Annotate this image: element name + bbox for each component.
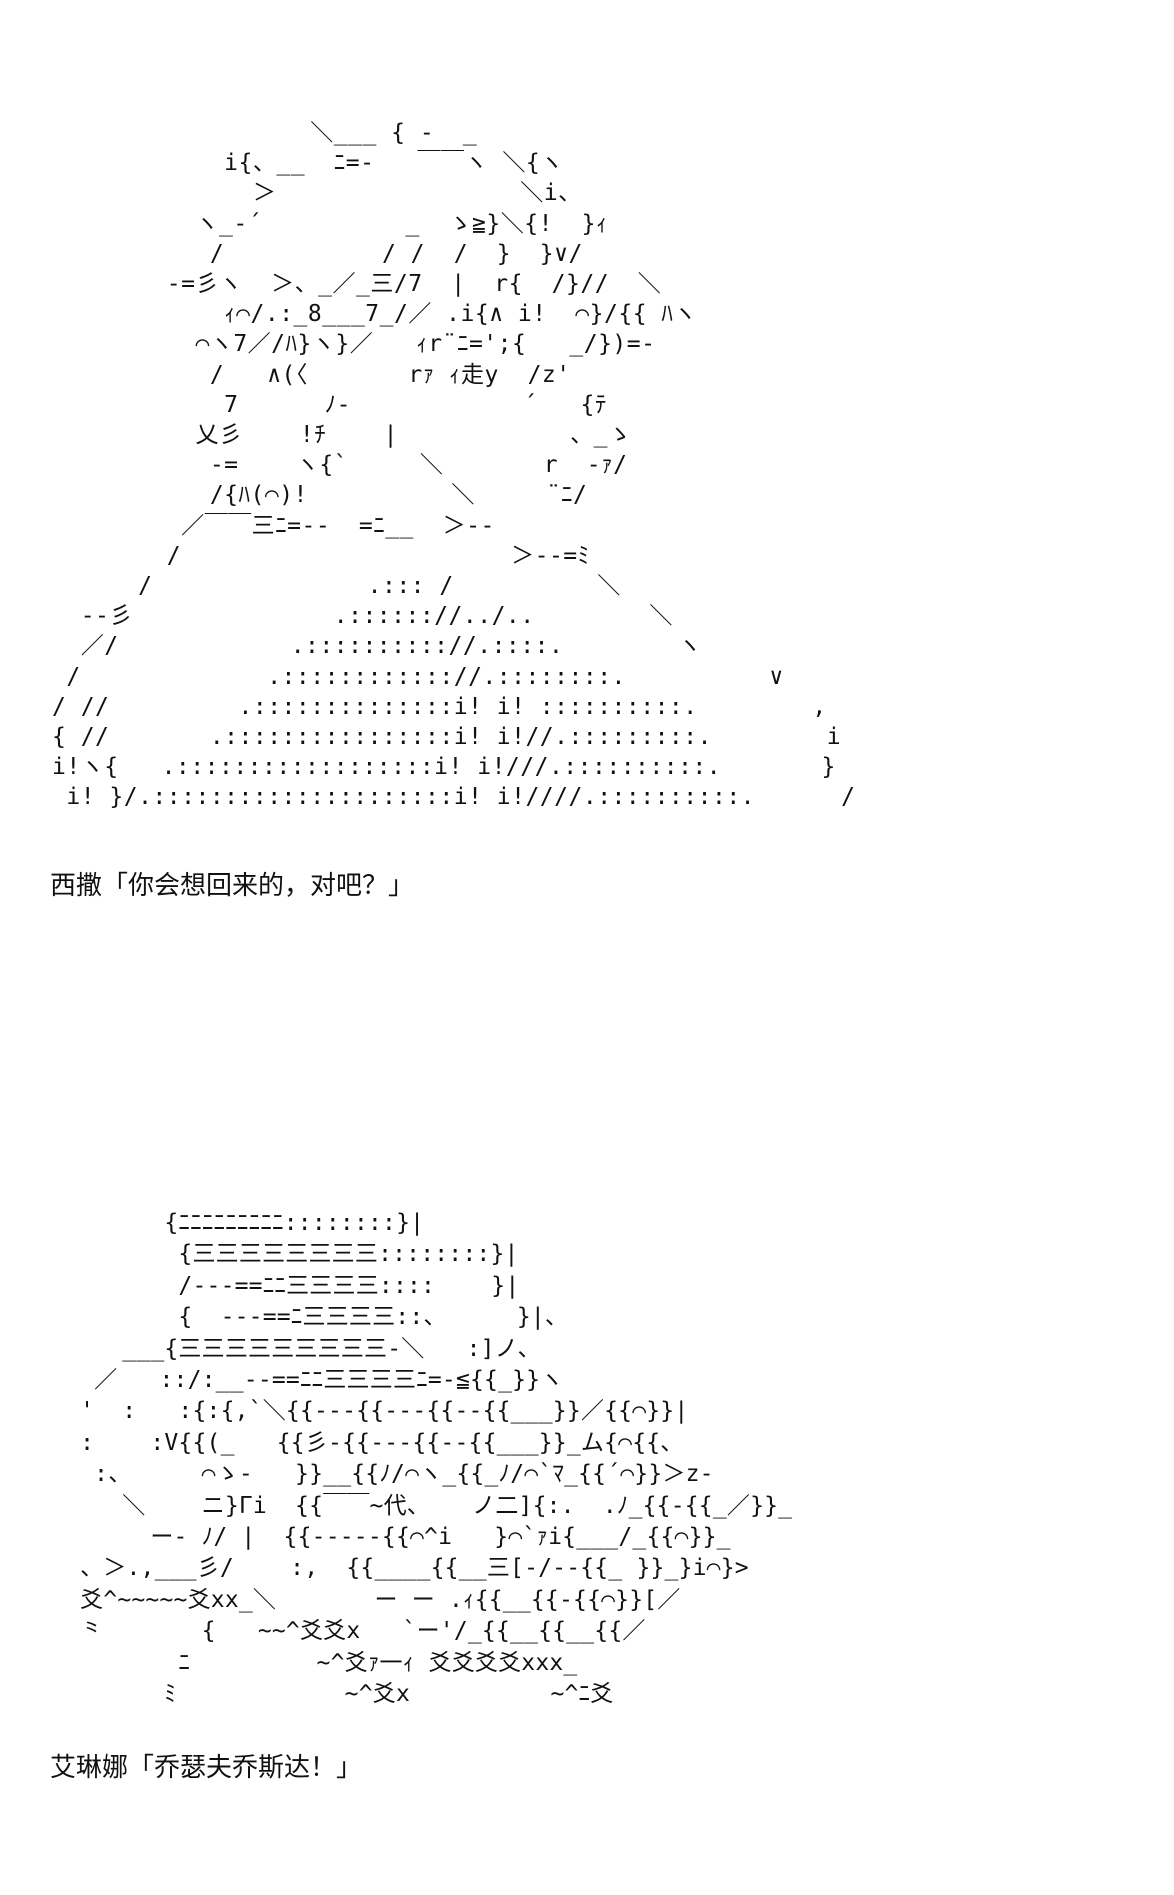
dialogue-caption-erina: 艾琳娜「乔瑟夫乔斯达！」 bbox=[50, 1753, 363, 1783]
ascii-art-erina-scene: {ﾆﾆﾆﾆﾆﾆﾆﾆﾆ::::::::}| {三三三三三三三三::::::::}|… bbox=[80, 1210, 793, 1708]
dialogue-caption-caesar: 西撒「你会想回来的，对吧？」 bbox=[50, 871, 415, 901]
ascii-art-caesar-portrait: ＼___ { ‐ _ i{、__ ﾆ=- ￣￣ヽ ＼{ヽ ＞ ＼i、 ヽ_‐´ … bbox=[52, 120, 856, 811]
